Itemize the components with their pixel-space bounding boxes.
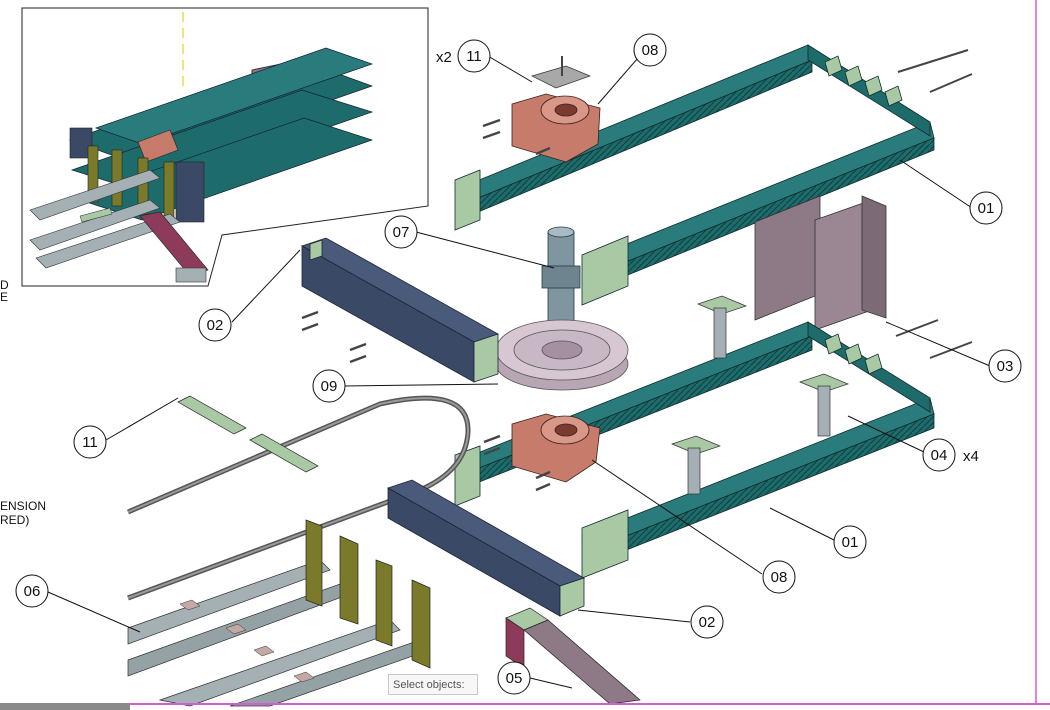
rail-tabs bbox=[179, 599, 315, 683]
balloon-b02-left: 02 bbox=[198, 308, 232, 342]
balloon-label: 07 bbox=[393, 224, 410, 241]
leader-lines bbox=[47, 55, 991, 689]
balloon-label: 01 bbox=[842, 534, 859, 551]
balloon-b02-bottom: 02 bbox=[690, 605, 724, 639]
balloon-b08-top: 08 bbox=[633, 33, 667, 67]
beam-02-bottom bbox=[387, 479, 585, 617]
balloon-b04: 04 bbox=[922, 438, 956, 472]
balloon-b01-top: 01 bbox=[969, 191, 1003, 225]
balloon-circle bbox=[762, 560, 796, 594]
balloon-circle bbox=[497, 661, 531, 695]
brackets-olive bbox=[305, 519, 431, 669]
bearing-08-bottom bbox=[511, 413, 601, 483]
balloon-circle bbox=[198, 308, 232, 342]
detail-view bbox=[21, 7, 429, 287]
left-note-line-2: E bbox=[0, 290, 8, 304]
balloon-circle bbox=[15, 574, 49, 608]
balloon-label: 08 bbox=[642, 42, 659, 59]
balloon-circle bbox=[833, 525, 867, 559]
balloon-label: 02 bbox=[207, 317, 224, 334]
left-note-line-3: ENSION bbox=[0, 499, 46, 513]
balloon-b11-left: 11 bbox=[73, 425, 107, 459]
qty-note-04: x4 bbox=[963, 448, 979, 465]
belt-loop-inner bbox=[127, 397, 470, 599]
beam-02-left bbox=[301, 237, 499, 383]
balloon-b03: 03 bbox=[988, 349, 1022, 383]
part-05 bbox=[505, 607, 641, 705]
balloon-circle bbox=[690, 605, 724, 639]
balloon-circle bbox=[312, 369, 346, 403]
balloon-label: 04 bbox=[931, 447, 948, 464]
status-bar bbox=[0, 703, 1050, 710]
bolt-set-08-bottom bbox=[483, 434, 551, 492]
balloon-circle bbox=[633, 33, 667, 67]
left-note-line-4: RED) bbox=[0, 513, 29, 527]
frame-01-bottom bbox=[454, 321, 935, 579]
balloon-layer: 11 08 01 07 02 09 03 11 04 01 06 08 02 05 bbox=[15, 33, 1022, 695]
viewport-bottom-border bbox=[130, 703, 1050, 705]
balloon-label: 05 bbox=[506, 670, 523, 687]
bolt-set-08-top bbox=[482, 118, 551, 156]
balloon-b05: 05 bbox=[497, 661, 531, 695]
balloon-label: 03 bbox=[997, 358, 1014, 375]
balloon-circle bbox=[922, 438, 956, 472]
plate-11-left bbox=[177, 395, 319, 473]
command-prompt-tooltip: Select objects: bbox=[388, 674, 478, 695]
balloon-b07: 07 bbox=[384, 215, 418, 249]
posts-04 bbox=[671, 295, 849, 495]
balloon-circle bbox=[969, 191, 1003, 225]
pulley-09 bbox=[495, 319, 629, 391]
balloon-label: 11 bbox=[466, 48, 482, 65]
balloon-b06: 06 bbox=[15, 574, 49, 608]
status-bar-tab[interactable] bbox=[0, 703, 130, 710]
balloon-label: 09 bbox=[321, 378, 338, 395]
balloon-label: 01 bbox=[978, 200, 995, 217]
balloon-label: 11 bbox=[82, 434, 98, 451]
balloon-b09: 09 bbox=[312, 369, 346, 403]
motor-mount-panel bbox=[754, 195, 887, 331]
balloon-circle bbox=[457, 39, 491, 73]
balloon-label: 02 bbox=[699, 614, 716, 631]
balloon-label: 06 bbox=[24, 583, 41, 600]
left-note-line-1: D bbox=[0, 278, 9, 292]
frame-01-top bbox=[454, 44, 935, 306]
balloon-circle bbox=[384, 215, 418, 249]
qty-note-11: x2 bbox=[436, 49, 452, 66]
balloon-circle bbox=[73, 425, 107, 459]
plate-11-top bbox=[531, 65, 591, 89]
bearing-08-top bbox=[511, 93, 601, 163]
bolt-set-02-left bbox=[301, 310, 367, 364]
balloon-b11-top: 11 bbox=[457, 39, 491, 73]
bolt-set-top bbox=[895, 49, 973, 359]
balloon-b08-bottom: 08 bbox=[762, 560, 796, 594]
balloon-label: 08 bbox=[771, 569, 788, 586]
balloon-b01-bottom: 01 bbox=[833, 525, 867, 559]
balloon-circle bbox=[988, 349, 1022, 383]
